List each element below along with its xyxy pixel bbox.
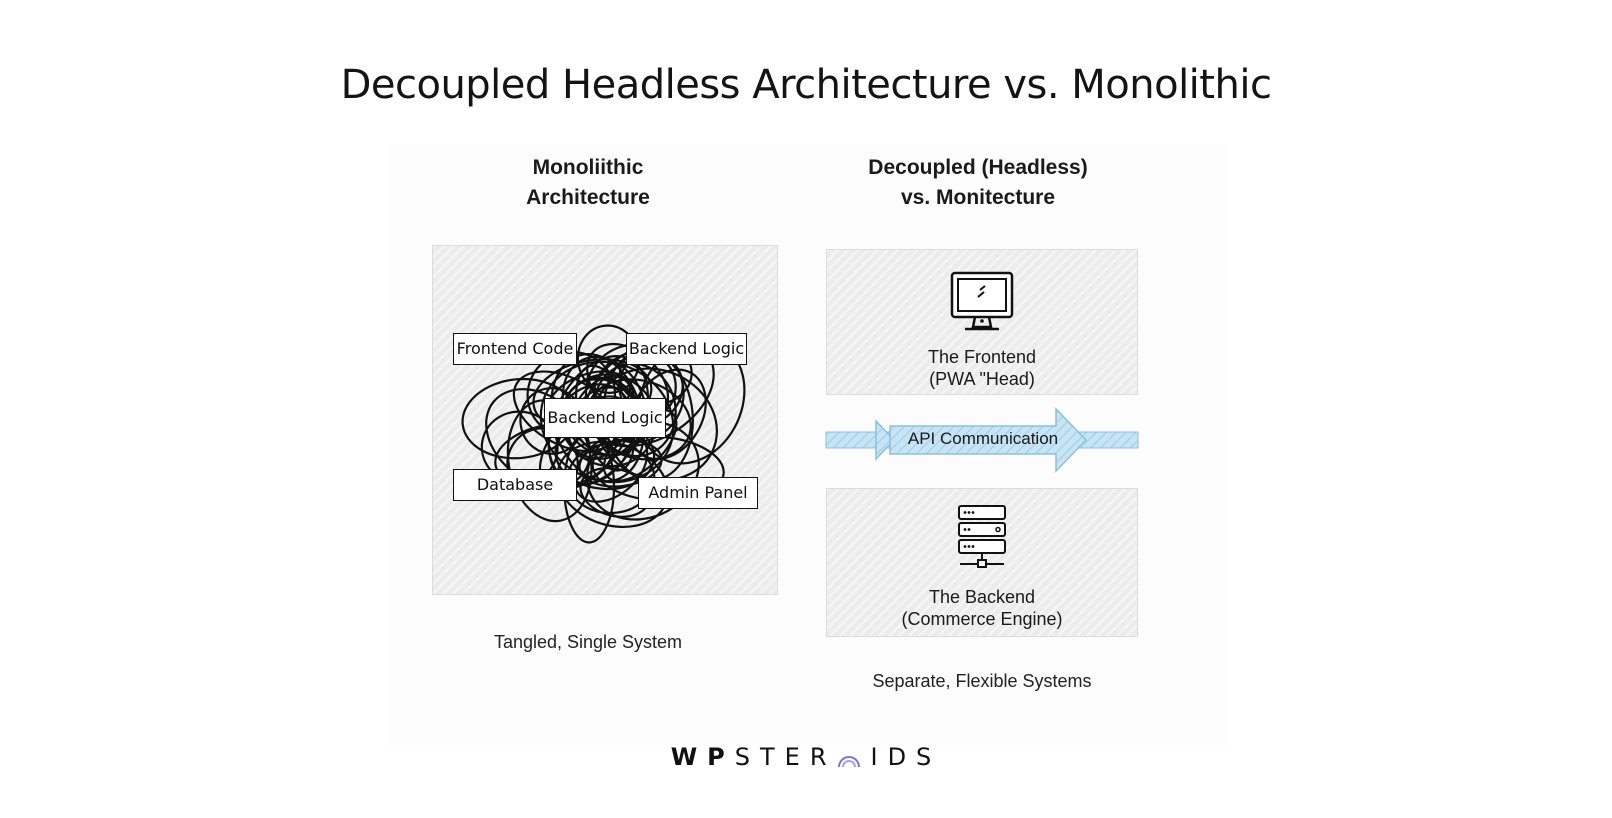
monolithic-panel: Frontend Code Backend Logic Backend Logi… xyxy=(432,245,778,595)
wpsteroids-logo: WPSTER IDS xyxy=(0,743,1612,771)
tangle-loop xyxy=(506,399,593,523)
logo-part-ster: STER xyxy=(734,743,837,771)
logo-part-ids: IDS xyxy=(870,743,942,771)
decoupled-heading: Decoupled (Headless) vs. Monitecture xyxy=(828,153,1128,213)
tangle-loop xyxy=(593,367,718,482)
logo-part-wp: WP xyxy=(670,743,735,771)
label-database: Database xyxy=(453,469,577,501)
decoupled-heading-line2: vs. Monitecture xyxy=(900,186,1056,209)
frontend-panel: The Frontend (PWA "Head) xyxy=(826,249,1138,395)
tangle-loop xyxy=(573,431,649,503)
api-arrow xyxy=(825,407,1139,473)
tangle-loop xyxy=(578,439,663,488)
monolithic-caption: Tangled, Single System xyxy=(493,632,683,652)
frontend-line1: The Frontend xyxy=(927,347,1037,367)
tangle-loop xyxy=(628,368,707,461)
backend-panel: The Backend (Commerce Engine) xyxy=(826,488,1138,637)
label-frontend-code: Frontend Code xyxy=(453,333,577,365)
label-backend-logic-top: Backend Logic xyxy=(626,333,747,365)
decoupled-caption: Separate, Flexible Systems xyxy=(872,671,1092,691)
monitor-icon xyxy=(950,271,1014,331)
monolithic-heading: Monoliithic Architecture xyxy=(448,153,728,213)
label-admin-panel: Admin Panel xyxy=(638,477,758,509)
logo-arc-icon xyxy=(837,756,860,768)
frontend-line2: (PWA "Head) xyxy=(929,369,1035,389)
backend-line2: (Commerce Engine) xyxy=(901,609,1063,629)
monolithic-heading-line2: Architecture xyxy=(526,186,650,209)
backend-text: The Backend (Commerce Engine) xyxy=(827,586,1137,630)
server-icon xyxy=(958,505,1006,568)
page-title: Decoupled Headless Architecture vs. Mono… xyxy=(340,62,1272,108)
label-backend-logic-center: Backend Logic xyxy=(544,398,666,438)
backend-line1: The Backend xyxy=(928,587,1036,607)
frontend-text: The Frontend (PWA "Head) xyxy=(827,346,1137,390)
decoupled-heading-line1: Decoupled (Headless) xyxy=(868,156,1088,179)
api-communication-label: API Communication xyxy=(907,429,1059,448)
monolithic-heading-line1: Monoliithic xyxy=(532,156,644,179)
diagram-figure: Monoliithic Architecture Frontend Code B… xyxy=(388,145,1228,745)
